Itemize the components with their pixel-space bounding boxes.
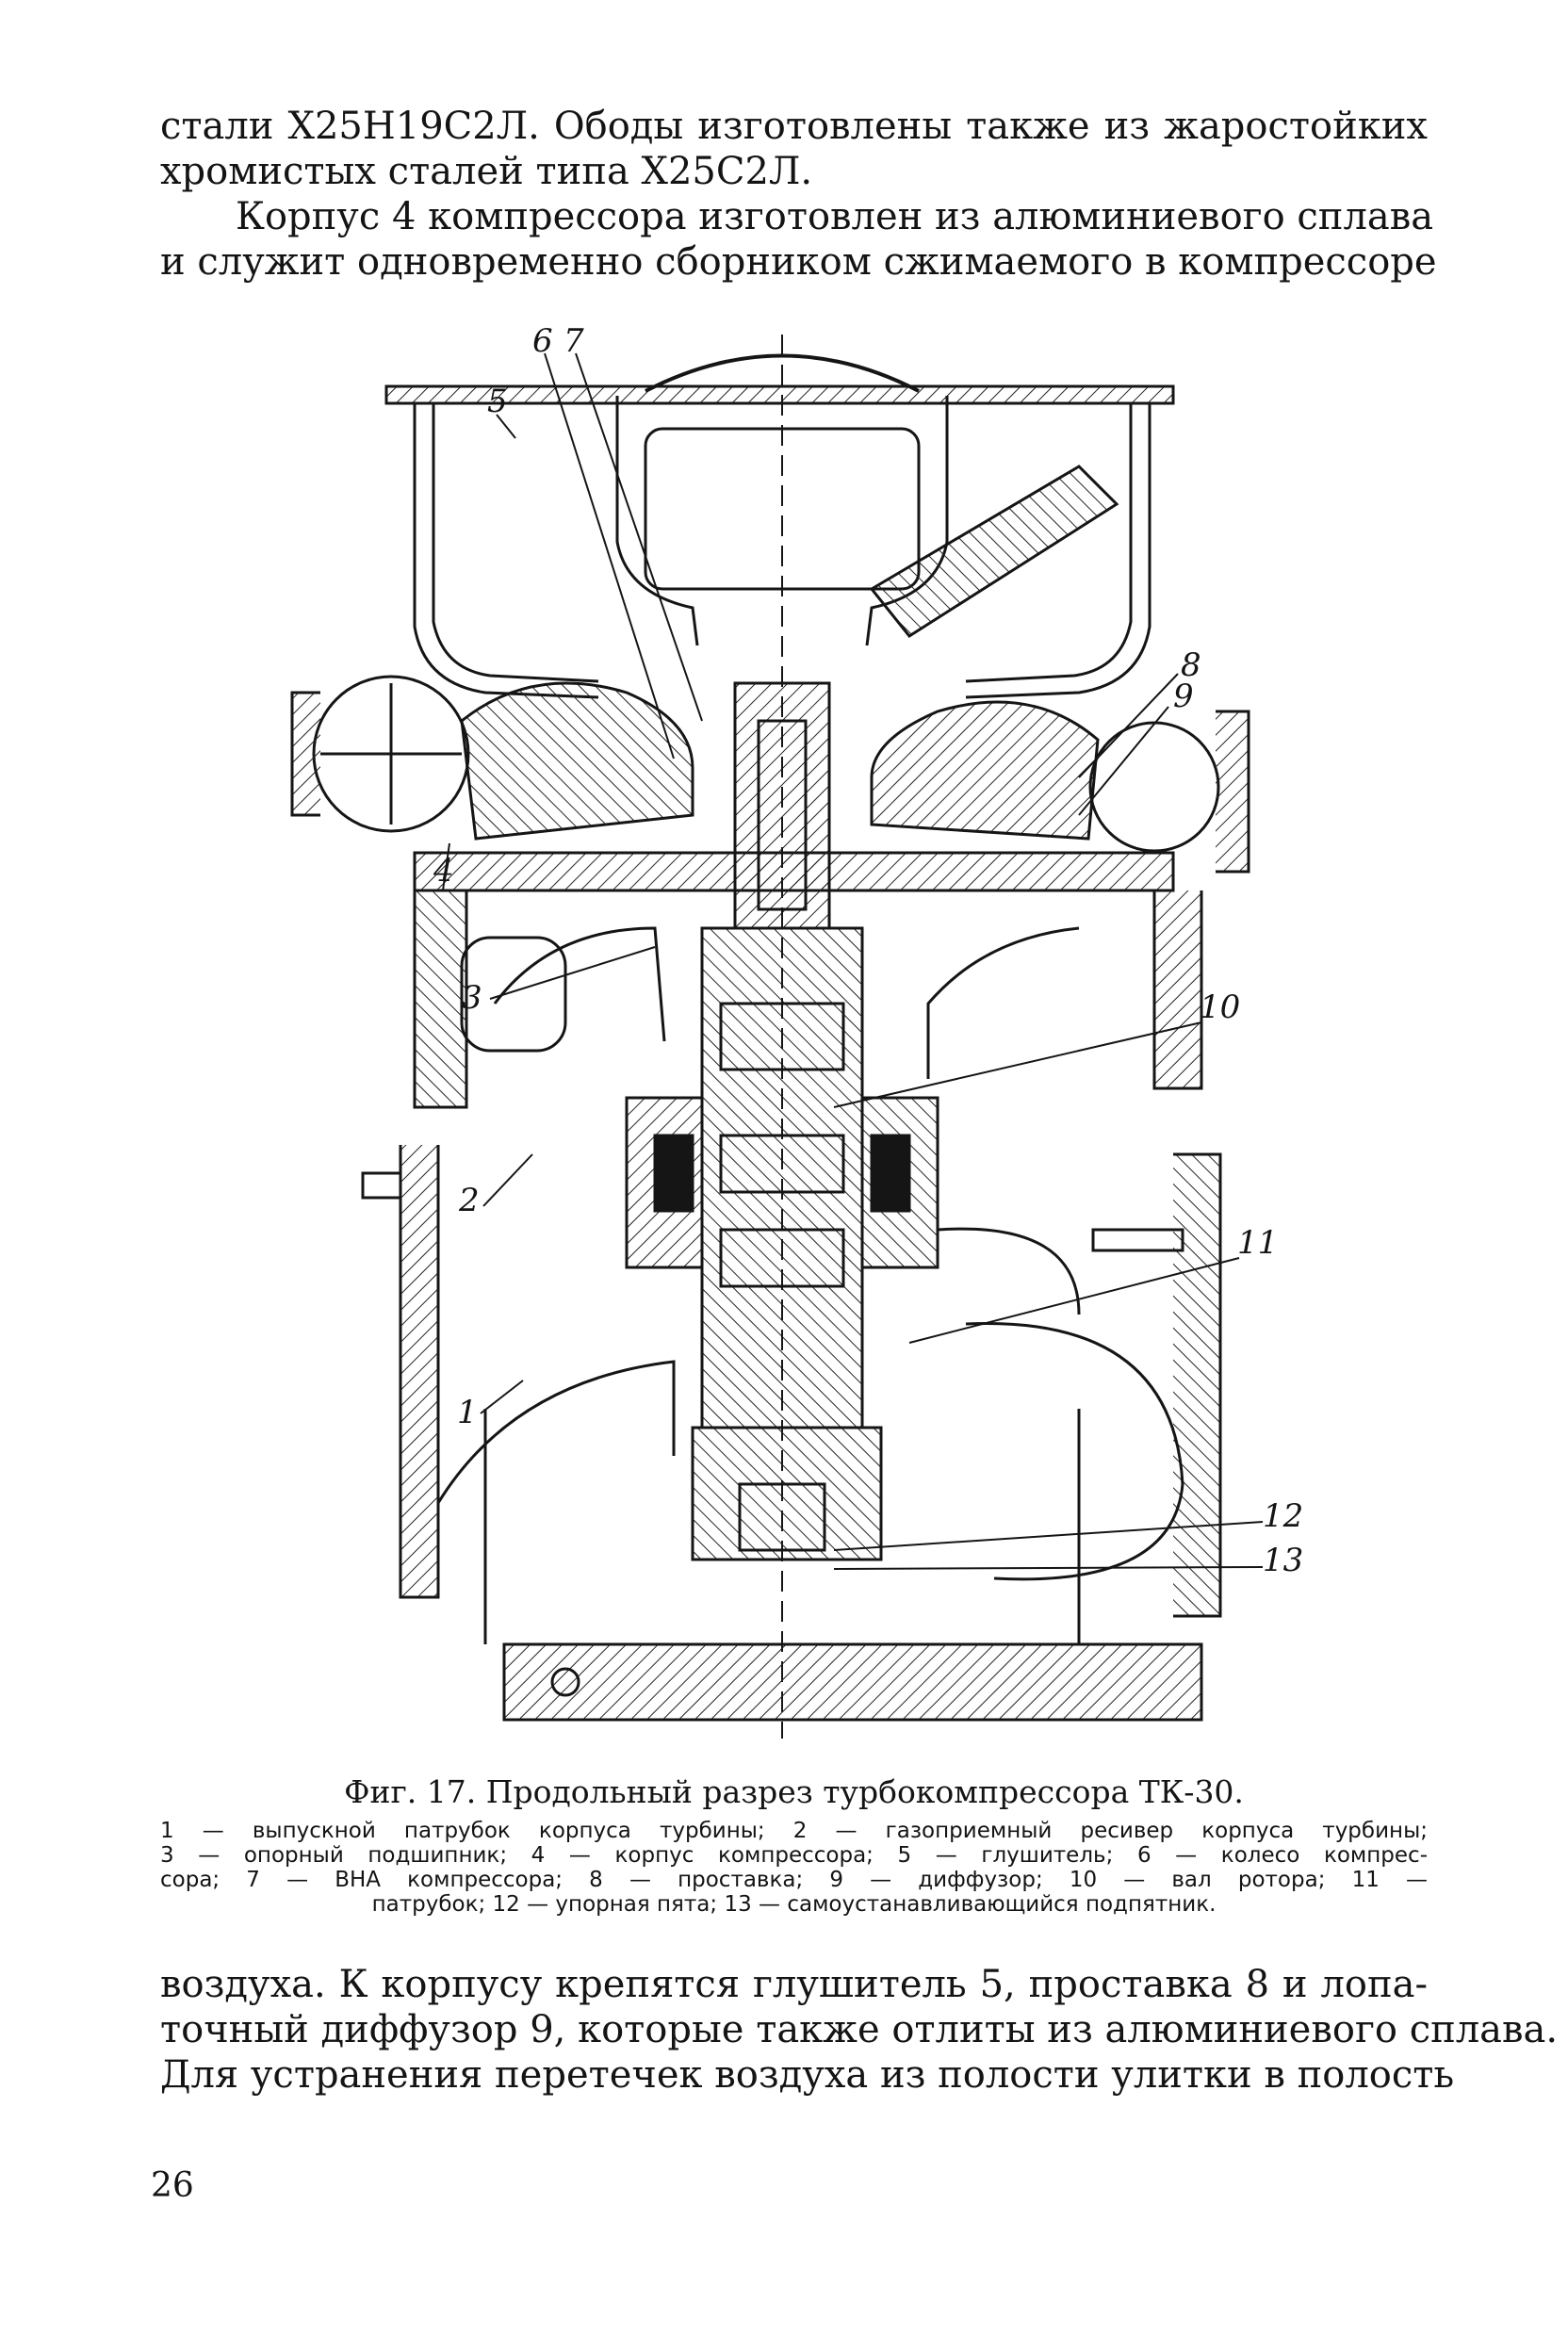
callout-8: 8: [1181, 646, 1201, 684]
callout-2: 2: [458, 1182, 480, 1219]
callout-3: 3: [462, 979, 482, 1017]
top-paragraph: стали Х25Н19С2Л. Ободы изготовлены также…: [160, 104, 1437, 285]
legend-line: 3 — опорный подшипник; 4 — корпус компре…: [160, 1843, 1428, 1868]
turbocharger-cross-section-drawing: 6 7 5 8 9 4 3 10 2 11 1 12 13: [290, 322, 1303, 1739]
legend-line: сора; 7 — ВНА компрессора; 8 — проставка…: [160, 1868, 1428, 1892]
leader-lines: [442, 352, 1264, 1570]
figure-caption: Фиг. 17. Продольный разрез турбокомпресс…: [344, 1773, 1244, 1810]
text-line: точный диффузор 9, которые также отлиты …: [160, 2008, 1559, 2051]
callout-1: 1: [457, 1394, 478, 1431]
bottom-paragraph: воздуха. К корпусу крепятся глушитель 5,…: [160, 1962, 1559, 2098]
callout-labels: 6 7 5 8 9 4 3 10 2 11 1 12 13: [433, 322, 1303, 1579]
callout-5: 5: [487, 383, 508, 420]
figure-legend: 1 — выпускной патрубок корпуса турбины; …: [160, 1819, 1428, 1917]
text-line: хромистых сталей типа Х25С2Л.: [160, 150, 813, 193]
text-line: Корпус 4 компрессора изготовлен из алюми…: [236, 195, 1434, 238]
callout-10: 10: [1200, 988, 1240, 1026]
text-line: воздуха. К корпусу крепятся глушитель 5,…: [160, 1963, 1428, 2006]
text-line: стали Х25Н19С2Л. Ободы изготовлены также…: [160, 105, 1428, 148]
callout-7: 7: [564, 322, 584, 360]
callout-12: 12: [1263, 1497, 1303, 1535]
callout-4: 4: [433, 852, 454, 890]
legend-line: 1 — выпускной патрубок корпуса турбины; …: [160, 1819, 1428, 1843]
callout-13: 13: [1263, 1542, 1303, 1579]
callout-9: 9: [1173, 678, 1194, 715]
legend-line: патрубок; 12 — упорная пята; 13 — самоус…: [371, 1892, 1217, 1917]
text-line: и служит одновременно сборником сжимаемо…: [160, 240, 1437, 284]
callout-6: 6: [532, 322, 553, 360]
drawing-lines: [290, 335, 1250, 1739]
page-number: 26: [151, 2166, 194, 2205]
text-line: Для устранения перетечек воздуха из поло…: [160, 2053, 1455, 2097]
callout-11: 11: [1237, 1224, 1278, 1262]
